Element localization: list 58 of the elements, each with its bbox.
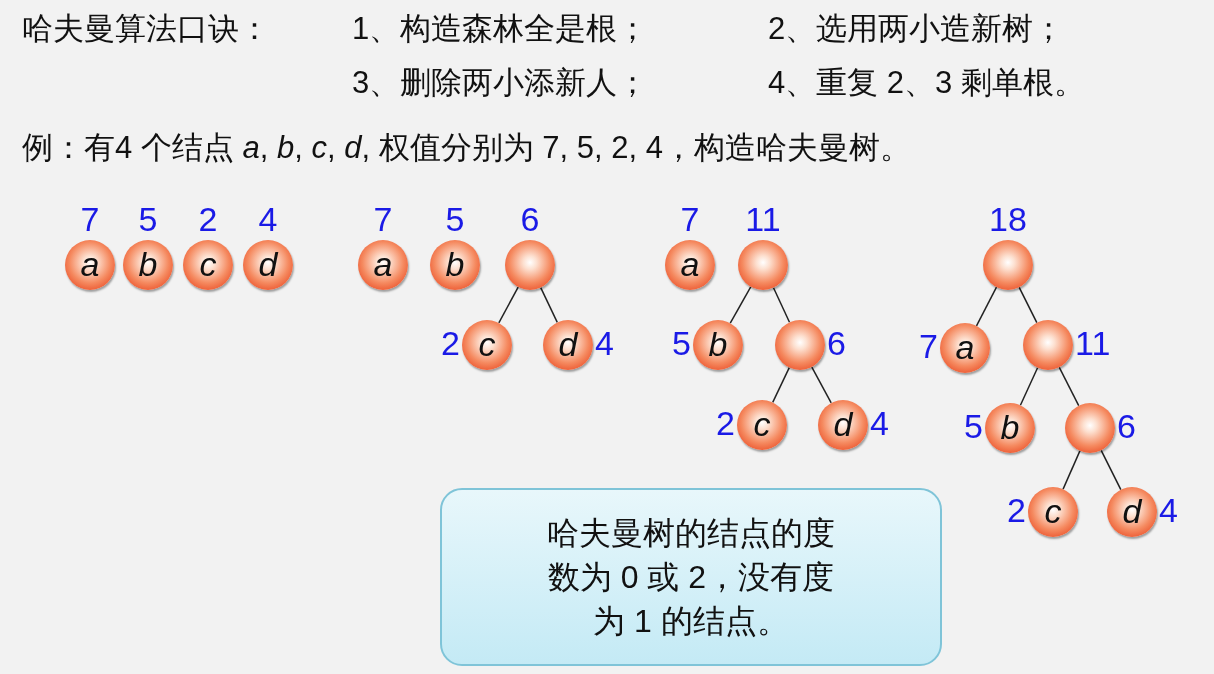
node-letter: d xyxy=(257,247,280,282)
node-letter: d xyxy=(557,327,580,362)
node-letter: d xyxy=(1121,494,1144,529)
tree-edge xyxy=(1062,450,1081,490)
rule-text: 3、删除两小添新人； xyxy=(352,64,649,102)
weight-label: 7 xyxy=(919,329,938,364)
node-letter: c xyxy=(477,327,497,362)
node-letter: a xyxy=(679,247,701,282)
node-letter: a xyxy=(79,247,101,282)
rule-text: 1、构造森林全是根； xyxy=(352,10,649,48)
node-letter: b xyxy=(999,410,1021,445)
weight-label: 11 xyxy=(1075,326,1111,361)
node-letter: b xyxy=(444,247,466,282)
heading-text: 哈夫曼算法口诀： xyxy=(22,10,270,48)
tree-edge xyxy=(1019,367,1039,406)
tree-edge xyxy=(540,286,558,324)
weight-label: 5 xyxy=(672,326,691,361)
weight-label: 2 xyxy=(1007,493,1026,528)
tree-edge xyxy=(1100,449,1122,491)
weight-label: 18 xyxy=(989,202,1027,236)
node-letter: a xyxy=(954,330,976,365)
node-letter: b xyxy=(707,327,729,362)
weight-label: 2 xyxy=(441,326,460,361)
weight-label: 6 xyxy=(520,202,540,236)
node-letter: a xyxy=(372,247,394,282)
weight-label: 2 xyxy=(198,202,218,236)
weight-label: 5 xyxy=(964,409,983,444)
weight-label: 6 xyxy=(1117,409,1136,444)
node-letter: c xyxy=(198,247,218,282)
rule-text: 4、重复 2、3 剩单根。 xyxy=(768,64,1085,102)
tree-edge xyxy=(772,366,790,404)
weight-label: 7 xyxy=(373,202,393,236)
weight-label: 4 xyxy=(1159,493,1178,528)
weight-label: 7 xyxy=(80,202,100,236)
weight-label: 7 xyxy=(680,202,700,236)
weight-label: 4 xyxy=(870,406,889,441)
weight-label: 5 xyxy=(445,202,465,236)
weight-label: 11 xyxy=(745,202,781,236)
node-letter: c xyxy=(1043,494,1063,529)
weight-label: 2 xyxy=(716,406,735,441)
tree-edge xyxy=(811,366,832,404)
node-letter: d xyxy=(832,407,855,442)
tree-edge xyxy=(1018,286,1038,324)
note-box xyxy=(440,488,942,666)
rule-text: 2、选用两小造新树； xyxy=(768,10,1065,48)
node-letter: b xyxy=(137,247,159,282)
weight-label: 4 xyxy=(258,202,278,236)
weight-label: 6 xyxy=(827,326,846,361)
tree-edge xyxy=(975,286,998,327)
tree-edge xyxy=(1058,366,1080,407)
tree-edge xyxy=(729,286,752,324)
tree-edge xyxy=(772,286,791,324)
node-letter: c xyxy=(752,407,772,442)
tree-edge xyxy=(498,286,519,324)
note-text: 哈夫曼树的结点的度数为 0 或 2，没有度为 1 的结点。 xyxy=(546,514,836,641)
example-text: 例：有4 个结点 a, b, c, d, 权值分别为 7, 5, 2, 4，构造哈夫曼树。 xyxy=(22,129,911,167)
weight-label: 5 xyxy=(138,202,158,236)
weight-label: 4 xyxy=(595,326,614,361)
